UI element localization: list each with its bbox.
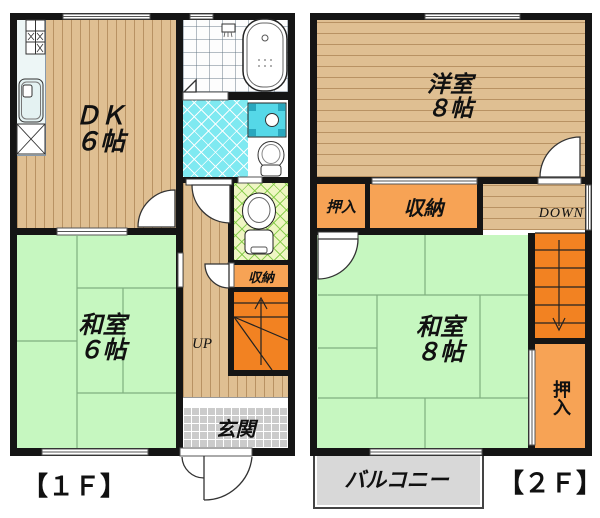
oshiire-2f-side <box>535 344 585 448</box>
floor2-text: 【２Ｆ】 <box>498 469 600 498</box>
floor1-label: 【１Ｆ】 <box>22 466 126 502</box>
hall-1f-floor <box>183 183 228 397</box>
washroom-fixture-area <box>248 100 288 177</box>
room-washitsu6-floor <box>17 235 176 448</box>
room-yoshitsu-floor <box>317 20 585 177</box>
room-washitsu8-floor <box>317 235 528 448</box>
toilet-room-floor <box>234 183 288 260</box>
washroom-floor <box>183 100 248 177</box>
kitchen-counter <box>16 19 46 156</box>
stairs-1f <box>234 292 288 370</box>
balcony <box>313 452 484 509</box>
shuno-2f <box>370 184 477 228</box>
floor2-label: 【２Ｆ】 <box>498 463 600 499</box>
floor1-text: 【１Ｆ】 <box>22 472 127 501</box>
oshiire-2f-top <box>317 184 365 228</box>
closet-1f <box>234 265 288 287</box>
hall-1f-lower <box>183 376 288 397</box>
stairs-2f <box>535 233 585 338</box>
genkan-floor <box>183 408 288 448</box>
bathroom-floor <box>183 20 288 92</box>
entrance-door <box>181 456 253 501</box>
hall-2f-floor <box>483 184 585 230</box>
